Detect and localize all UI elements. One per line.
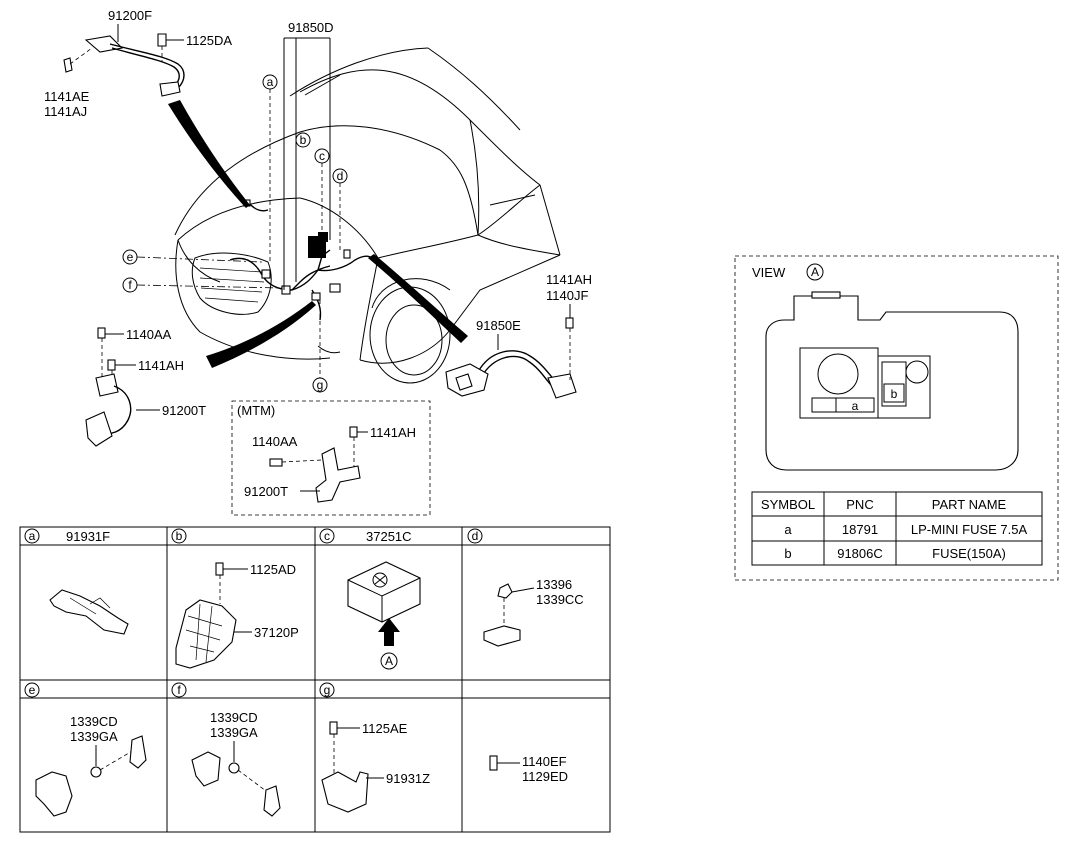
svg-text:e: e <box>127 250 134 264</box>
table-cell: b <box>784 546 791 561</box>
part-91200F: 91200F 1125DA 1141AE 1141AJ <box>44 8 232 119</box>
table-cell: FUSE(150A) <box>932 546 1006 561</box>
svg-text:1129ED: 1129ED <box>522 769 568 784</box>
svg-text:d: d <box>337 169 344 183</box>
svg-text:1140EF: 1140EF <box>522 754 567 769</box>
marker-d: d <box>332 168 348 250</box>
marker-f: f <box>122 277 283 293</box>
bracket-91931Z <box>321 771 369 813</box>
svg-text:1125AE: 1125AE <box>362 721 408 736</box>
callout-91850D: 91850D <box>283 20 334 290</box>
mtm-box: (MTM) 1141AH 1140AA 91200T <box>231 400 431 516</box>
table-cell: LP-MINI FUSE 7.5A <box>911 522 1028 537</box>
marker-e: e <box>122 249 263 265</box>
svg-text:1141AH: 1141AH <box>138 358 184 373</box>
bracket-91931F <box>49 589 129 635</box>
leader-swoosh-left <box>206 301 316 368</box>
grid-cell-f: f 1339CD 1339GA <box>171 682 281 817</box>
table-header-symbol: SYMBOL <box>761 497 815 512</box>
svg-text:37120P: 37120P <box>254 625 299 640</box>
svg-text:91850D: 91850D <box>288 20 334 35</box>
svg-text:c: c <box>319 149 325 163</box>
svg-text:c: c <box>324 529 330 543</box>
harness-91850D <box>229 199 373 321</box>
svg-text:b: b <box>176 529 183 543</box>
svg-text:1125AD: 1125AD <box>250 562 296 577</box>
svg-text:VIEW: VIEW <box>752 265 786 280</box>
svg-text:91200T: 91200T <box>162 403 206 418</box>
svg-text:91200F: 91200F <box>108 8 152 23</box>
svg-text:f: f <box>128 278 132 292</box>
svg-text:1125DA: 1125DA <box>186 33 232 48</box>
svg-text:1141AH: 1141AH <box>370 425 416 440</box>
svg-text:1339CD: 1339CD <box>210 710 258 725</box>
table-header-pnc: PNC <box>846 497 873 512</box>
part-91850E: 91850E 1141AH 1140JF <box>445 272 592 399</box>
table-cell: a <box>784 522 792 537</box>
svg-text:1140AA: 1140AA <box>252 434 298 449</box>
grid-cell-a: a 91931F <box>24 528 129 635</box>
svg-text:(MTM): (MTM) <box>237 403 275 418</box>
svg-text:1141AE: 1141AE <box>44 89 90 104</box>
fuse-box-body <box>765 295 1019 471</box>
svg-text:91931Z: 91931Z <box>386 771 430 786</box>
table-cell: 18791 <box>842 522 878 537</box>
marker-c: c <box>314 148 330 234</box>
svg-text:1141AH: 1141AH <box>546 272 592 287</box>
table-cell: 91806C <box>837 546 883 561</box>
grid-cell-c: c 37251C A <box>319 528 421 670</box>
svg-text:1140JF: 1140JF <box>546 288 588 303</box>
marker-g: g <box>312 300 328 393</box>
detail-grid <box>19 526 611 833</box>
svg-text:1339GA: 1339GA <box>210 725 258 740</box>
svg-text:e: e <box>29 683 36 697</box>
svg-text:A: A <box>811 265 819 279</box>
svg-text:g: g <box>324 683 331 697</box>
grid-cell-bolts: 1140EF 1129ED <box>489 754 568 784</box>
svg-text:a: a <box>29 529 36 543</box>
marker-a: a <box>262 74 278 262</box>
grid-cell-g: g 1125AE 91931Z <box>319 682 430 813</box>
svg-text:1339CD: 1339CD <box>70 714 118 729</box>
fuse-block-37120P <box>175 599 237 669</box>
leader-swoosh-top <box>168 100 250 208</box>
svg-text:a: a <box>267 75 274 89</box>
svg-text:1339CC: 1339CC <box>536 592 584 607</box>
car-illustration <box>174 47 561 384</box>
table-header-part-name: PART NAME <box>932 497 1007 512</box>
svg-text:91931F: 91931F <box>66 529 110 544</box>
leader-swoosh-right <box>368 254 468 343</box>
svg-text:a: a <box>852 399 859 413</box>
svg-text:f: f <box>177 683 181 697</box>
part-91200T: 1140AA 1141AH 91200T <box>85 327 206 447</box>
svg-text:1339GA: 1339GA <box>70 729 118 744</box>
svg-text:d: d <box>472 529 479 543</box>
marker-b: b <box>295 132 311 148</box>
battery-sensor-37251C <box>347 561 421 623</box>
svg-text:1141AJ: 1141AJ <box>44 104 87 119</box>
svg-text:A: A <box>385 654 393 668</box>
svg-text:1140AA: 1140AA <box>126 327 172 342</box>
svg-text:37251C: 37251C <box>366 529 412 544</box>
grid-cell-e: e 1339CD 1339GA <box>24 682 147 817</box>
svg-text:13396: 13396 <box>536 577 572 592</box>
view-a-panel: VIEW A a b SYMBOL PNC PART NAME a 18791 … <box>734 255 1059 581</box>
svg-text:b: b <box>300 133 307 147</box>
svg-text:g: g <box>317 378 324 392</box>
fuse-table: SYMBOL PNC PART NAME a 18791 LP-MINI FUS… <box>751 491 1043 566</box>
arrow-up-icon <box>378 618 400 646</box>
svg-text:91200T: 91200T <box>244 484 288 499</box>
grid-cell-b: b 1125AD 37120P <box>171 528 299 669</box>
svg-text:b: b <box>891 387 898 401</box>
svg-text:91850E: 91850E <box>476 318 521 333</box>
grid-cell-d: d 13396 1339CC <box>467 528 584 647</box>
